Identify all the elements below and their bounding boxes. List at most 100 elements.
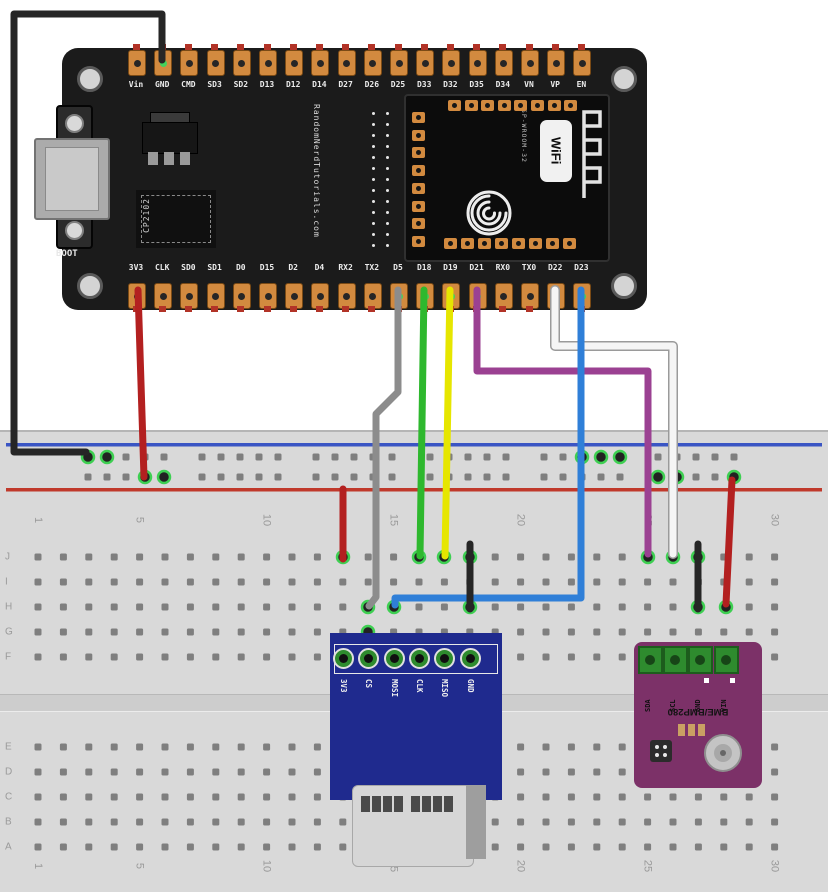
module-pad	[412, 200, 425, 212]
esp32-top-pin-label: SD2	[233, 80, 249, 89]
esp32-top-pin-label: SD3	[207, 80, 222, 89]
module-pad	[531, 100, 544, 111]
via-dot	[372, 222, 375, 225]
via-dot	[386, 145, 389, 148]
sd-contact	[383, 796, 392, 812]
esp32-pin-pad-bottom-d0	[232, 283, 251, 309]
esp32-pin-pad-top-d12	[285, 50, 304, 76]
pin-nub	[499, 306, 507, 312]
esp32-bottom-pin-label: D5	[393, 263, 403, 272]
module-pad	[464, 100, 478, 111]
module-pad	[412, 129, 425, 141]
esp32-top-pin-label: GND	[154, 80, 170, 89]
esp32-bottom-pin-label: RX2	[338, 263, 353, 272]
pin-nub	[551, 44, 559, 50]
via-dot	[386, 112, 389, 115]
sd-pin-label: GND	[466, 679, 475, 693]
pin-nub	[315, 44, 323, 50]
pin-nub	[473, 44, 481, 50]
pin-nub	[473, 306, 481, 312]
sd-pin-clk	[408, 648, 430, 669]
esp32-top-pin-label: D33	[416, 80, 432, 89]
resistor	[678, 724, 685, 736]
via-dot	[372, 200, 375, 203]
regulator-leg	[164, 152, 174, 165]
pin-nub	[237, 306, 245, 312]
via-dot	[386, 156, 389, 159]
module-pad	[412, 112, 425, 123]
wifi-badge: WiFi	[540, 120, 572, 182]
pin-nub	[499, 44, 507, 50]
pin-nub	[342, 306, 350, 312]
resistor	[688, 724, 695, 736]
esp32-top-pin-label: D34	[495, 80, 511, 89]
pin-nub	[184, 44, 192, 50]
pin-nub	[368, 44, 376, 50]
pin-nub	[237, 44, 245, 50]
esp32-pin-pad-top-d26	[363, 50, 382, 76]
esp32-pin-pad-top-vin	[128, 50, 146, 76]
esp32-board: EN BOOT CP2102 RandomNerdTutorials.com W…	[34, 44, 647, 312]
esp32-bottom-pin-label: D23	[574, 263, 589, 272]
pin-nub	[158, 306, 166, 312]
pin-nub	[211, 306, 219, 312]
via-dot	[372, 156, 375, 159]
esp32-pin-pad-top-d27	[337, 50, 356, 76]
module-pad	[412, 235, 425, 247]
via-dot	[372, 145, 375, 148]
module-pad	[512, 238, 525, 249]
esp32-bottom-pin-label: TX0	[521, 263, 537, 272]
module-pad	[412, 218, 425, 230]
sensor-pin-label: SCL	[669, 699, 677, 712]
esp32-top-pin-label: D12	[285, 80, 301, 89]
esp32-bottom-pin-label: D18	[416, 263, 432, 272]
sensor-terminal-sda	[637, 646, 663, 674]
sd-contact	[394, 796, 403, 812]
sd-contact	[411, 796, 420, 812]
esp32-top-pin-label: D35	[469, 80, 484, 89]
pin-nub	[132, 306, 140, 312]
silk-mark	[730, 678, 735, 683]
via-dot	[372, 178, 375, 181]
pin-nub	[158, 44, 166, 50]
esp32-top-pin-label: VN	[524, 80, 534, 89]
pin-nub	[263, 306, 271, 312]
mounting-hole	[77, 66, 103, 92]
pin-nub	[132, 44, 140, 50]
esp32-top-pin-label: CMD	[181, 80, 196, 89]
module-pad	[546, 238, 559, 249]
via-dot	[386, 189, 389, 192]
sd-pin-label: MISO	[440, 679, 449, 698]
pin-nub	[446, 306, 454, 312]
module-pad	[547, 100, 561, 111]
via-dot	[386, 200, 389, 203]
esp32-pin-pad-top-d32	[442, 50, 461, 76]
sd-pin-gnd	[459, 648, 481, 669]
usb-uart-chip-label: CP2102	[142, 198, 151, 233]
pin-nub	[577, 44, 585, 50]
espressif-logo-icon	[466, 190, 512, 236]
esp32-pin-pad-top-gnd	[154, 50, 173, 76]
esp32-bottom-pin-label: 3V3	[128, 263, 144, 272]
via-dot	[372, 123, 375, 126]
esp32-pin-pad-bottom-rx2	[337, 283, 356, 309]
via-dot	[386, 178, 389, 181]
esp32-pin-pad-top-d13	[259, 50, 277, 76]
via-dot	[386, 123, 389, 126]
sd-pin-label: 3V3	[339, 679, 348, 693]
module-pad	[563, 238, 576, 249]
pin-nub	[577, 306, 585, 312]
pin-nub	[315, 306, 323, 312]
pin-nub	[446, 44, 454, 50]
sd-contact	[361, 796, 370, 812]
voltage-regulator	[142, 122, 198, 154]
sensor-terminal-scl	[662, 646, 688, 674]
module-pad	[478, 238, 491, 249]
usb-uart-chip: CP2102	[136, 190, 216, 248]
sd-contact	[372, 796, 381, 812]
esp32-bottom-pin-label: D4	[314, 263, 325, 272]
pin-nub	[525, 306, 533, 312]
via-dot	[372, 134, 375, 137]
regulator-leg	[180, 152, 190, 165]
